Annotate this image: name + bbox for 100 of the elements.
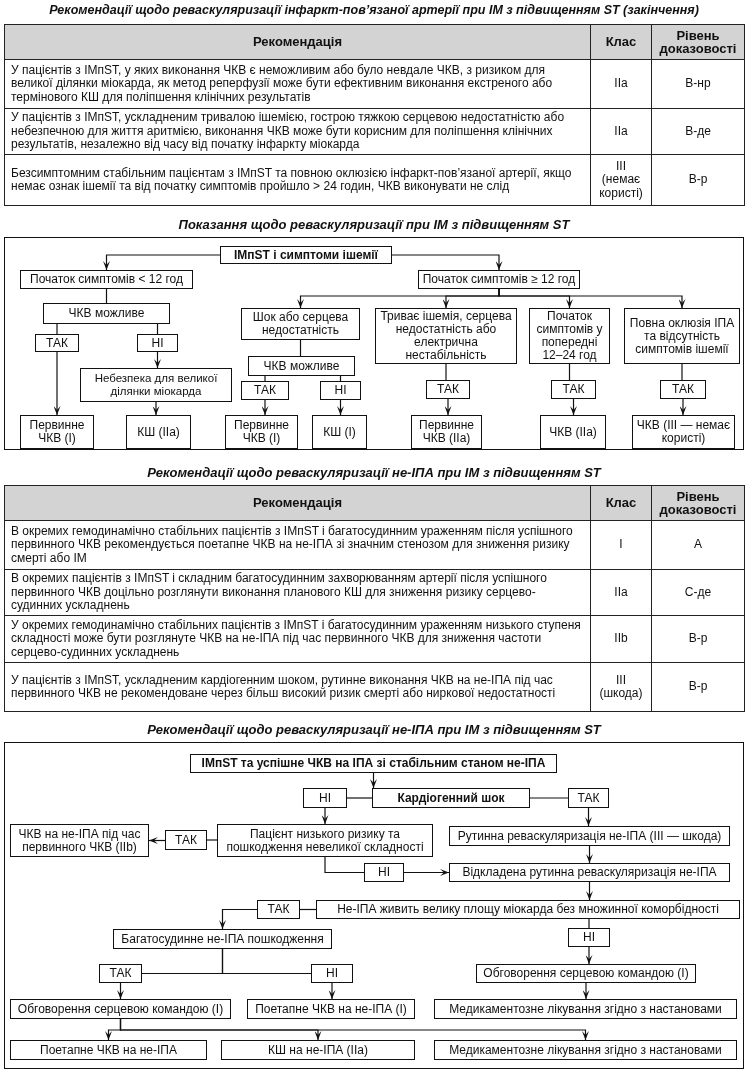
table-cell: У пацієнтів з ІМпST, ускладненим кардіогенним шоком, рутинне виконання ЧКВ на не-ІПА під час первинного ЧКВ не рекомендоване через більш високий ризик смерті або ниркової недостатності [4,662,591,712]
process-box: Початок симптомів у попередні 12–24 год [529,308,610,364]
process-box: Медикаментозне лікування згідно з настановами [434,1040,737,1060]
connector-line [221,948,312,975]
branch-label-box: ТАК [165,830,207,850]
connector-line [299,908,317,911]
arrow [403,869,450,876]
arrow [586,881,593,901]
connector-line [105,288,108,304]
process-box: ЧКВ (IIa) [540,415,606,449]
connector-line [206,839,218,841]
arrow [117,982,124,1000]
process-box: ІМпST і симптоми ішемії [220,246,392,264]
branch-label-box: ТАК [99,964,142,983]
connector-line [156,323,159,335]
branch-label-box: ТАК [257,900,300,919]
arrow [154,351,161,369]
header-cell: Рівень доказовості [651,485,745,521]
page-title: Рекомендації щодо реваскуляризації інфаркт-пов’язаної артерії при ІМ з підвищенням ST (закінчення) [48,2,700,18]
process-box: ЧКВ (III — немає користі) [632,415,735,449]
branch-label-box: НІ [568,928,610,947]
branch-label-box: НІ [303,788,347,808]
arrow [679,398,687,416]
branch-label-box: НІ [364,863,404,882]
process-box: Повна оклюзія ІПА та відсутність симптомів ішемії [624,308,740,364]
process-box: ЧКВ можливе [43,303,170,324]
arrow [498,288,686,309]
connector-line [339,375,342,382]
process-box: Медикаментозне лікування згідно з настановами [434,999,737,1019]
branch-label-box: НІ [320,381,361,400]
process-box: ІМпST та успішне ЧКВ на ІПА зі стабільним станом не-ІПА [190,754,557,773]
branch-label-box: ТАК [660,380,706,399]
connector-line [346,797,373,799]
arrow [582,982,590,1000]
process-box: Обговорення серцевою командою (I) [10,999,231,1019]
arrow [103,254,221,271]
arrow [261,399,269,416]
branch-label-box: НІ [137,334,178,352]
process-box: Відкладена рутинна реваскуляризація не-ІПА [449,863,730,882]
process-box: Первинне ЧКВ (I) [20,415,94,449]
arrow [570,398,577,416]
process-box: Обговорення серцевою командою (I) [476,964,696,983]
connector-line [324,856,365,874]
process-box: Пацієнт низького ризику та пошкодження невеликої складності [217,824,433,857]
process-box: Первинне ЧКВ (IIa) [411,415,482,449]
connector-line [56,323,58,335]
table-cell: B-р [651,154,745,206]
arrow [585,946,593,965]
diagram-heading: Показання щодо реваскуляризації при ІМ з підвищенням ST [177,217,572,233]
process-box: Шок або серцева недостатність [241,308,360,340]
process-box: КШ на не-ІПА (IIa) [221,1040,415,1060]
table-cell: B-р [651,662,745,712]
process-box: Початок симптомів < 12 год [20,270,193,289]
branch-label-box: ТАК [551,380,596,399]
process-box: Поетапне ЧКВ на не-ІПА [10,1040,207,1060]
connector-line [299,339,302,357]
arrow [152,401,160,416]
arrow [219,908,258,930]
arrow [119,1018,589,1041]
header-cell: Рекомендація [4,485,591,521]
arrow [53,351,61,416]
connector-line [529,797,569,799]
process-box: Поетапне ЧКВ на не-ІПА (I) [247,999,415,1019]
arrow [328,982,336,1000]
header-cell: Рівень доказовості [651,24,745,60]
process-box: Не-ІПА живить велику площу міокарда без множинної коморбідності [316,900,740,919]
diagram-heading: Рекомендації щодо реваскуляризації не-ІПА при ІМ з підвищенням ST [146,722,603,738]
arrow [444,398,452,416]
header-cell: Клас [590,24,652,60]
connector-line [264,375,266,382]
process-box: Рутинна реваскуляризація не-ІПА (III — шкода) [449,826,730,846]
arrow [586,845,593,864]
process-box: Початок симптомів ≥ 12 год [418,270,580,289]
header-cell: Рекомендація [4,24,591,60]
arrow [321,807,329,825]
arrow [370,772,377,789]
arrow [391,254,503,271]
process-box: Багатосудинне не-ІПА пошкодження [113,929,332,949]
process-box: Триває ішемія, серцева недостатність або електрична нестабільність [375,308,517,364]
connector-line [681,363,683,381]
process-box: ЧКВ можливе [248,356,355,376]
process-box: КШ (IIa) [126,415,191,449]
branch-label-box: ТАК [568,788,609,808]
process-box: Небезпека для великої ділянки міокарда [80,368,232,402]
table-heading: Рекомендації щодо реваскуляризації не-ІПА при ІМ з підвищенням ST [146,465,603,481]
process-box: ЧКВ на не-ІПА під час первинного ЧКВ (IIb) [10,824,149,857]
branch-label-box: НІ [311,964,353,983]
branch-label-box: ТАК [241,381,289,400]
process-box: КШ (I) [312,415,367,449]
branch-label-box: ТАК [426,380,470,399]
branch-label-box: ТАК [35,334,79,352]
connector-line [445,363,447,381]
header-cell: Клас [590,485,652,521]
arrow [148,837,166,844]
process-box: Первинне ЧКВ (I) [225,415,298,449]
table-cell: Безсимптомним стабільним пацієнтам з ІМпST та повною оклюзією інфаркт-пов’язаної артерії, якщо немає ознак ішемії та від початку симптомів пройшло > 24 годин, ЧКВ виконувати не слід [4,154,591,206]
connector-line [568,363,571,381]
arrow [585,807,592,827]
connector-line [588,918,590,929]
arrow [337,399,344,416]
